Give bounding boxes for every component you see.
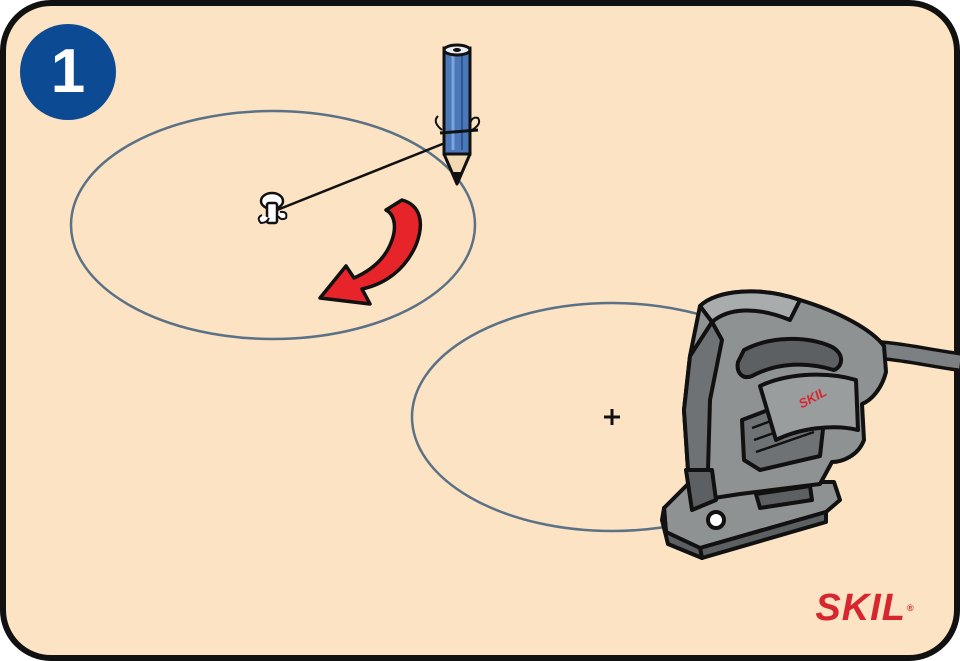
center-mark [604, 409, 620, 425]
center-pin [257, 191, 288, 225]
pencil-icon [434, 43, 481, 186]
jigsaw-icon [660, 289, 888, 560]
traced-circle [69, 109, 477, 341]
string [271, 135, 461, 214]
step-badge [20, 24, 116, 120]
rotation-arrow [318, 198, 423, 306]
